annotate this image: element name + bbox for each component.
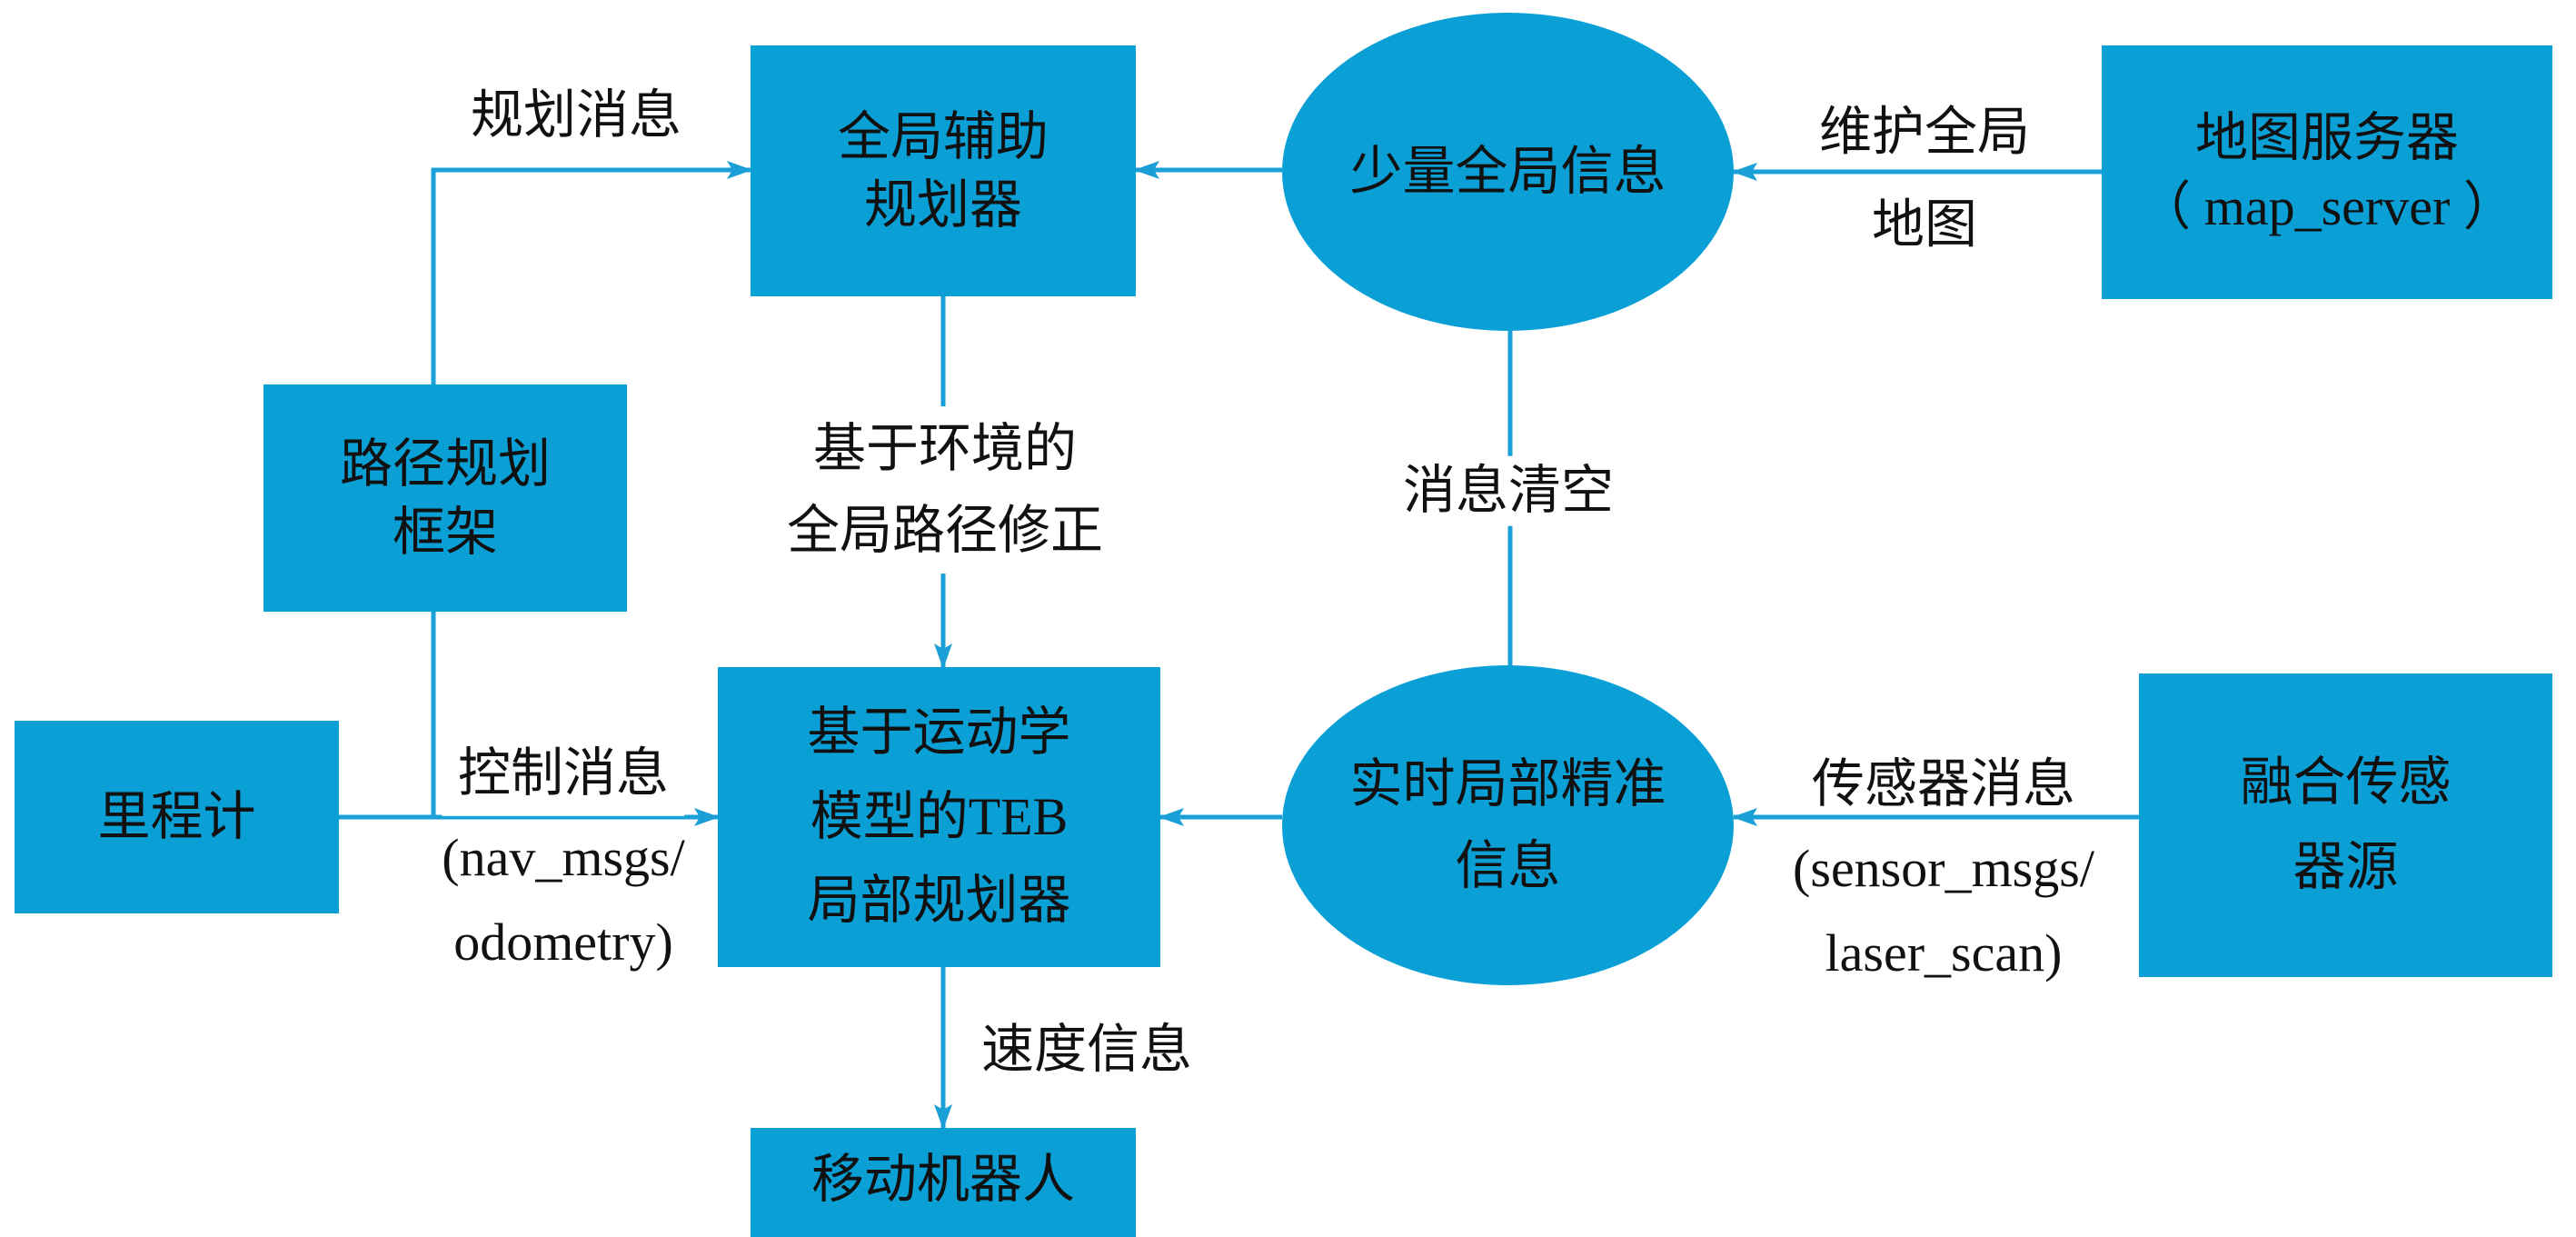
node-label: 器源	[2293, 837, 2399, 896]
sensor-msg-label: 传感器消息 (sensor_msgs/ laser_scan)	[1787, 741, 2100, 997]
node-label: 实时局部精准	[1349, 754, 1666, 814]
node-label: 全局辅助	[837, 106, 1049, 166]
edge-label-line: (nav_msgs/	[442, 827, 685, 887]
edge-label-line: 维护全局	[1818, 102, 2031, 162]
edge-label-line: 速度信息	[980, 1019, 1193, 1079]
global-planner-box: 全局辅助 规划器	[751, 45, 1136, 296]
node-label: 基于运动学	[807, 702, 1071, 762]
edge-label-line: 全局路径修正	[786, 501, 1104, 560]
edge-label-line: laser_scan)	[1825, 923, 2063, 983]
edge-label-line: 地图	[1871, 195, 1978, 254]
control-msg-label: 控制消息 (nav_msgs/ odometry)	[436, 730, 690, 986]
node-label: 规划器	[863, 175, 1022, 234]
node-label: 信息	[1455, 836, 1561, 895]
velocity-label: 速度信息	[976, 1015, 1198, 1085]
node-label: 里程计	[97, 787, 256, 847]
plan-msg-label: 规划消息	[465, 81, 687, 151]
node-label: 融合传感	[2240, 753, 2452, 813]
sensor-source-box: 融合传感 器源	[2139, 673, 2552, 977]
odometer-box: 里程计	[15, 721, 339, 913]
global-path-fix-label: 基于环境的 全局路径修正	[781, 406, 1109, 574]
maintain-map-label: 维护全局 地图	[1814, 85, 2035, 273]
edge-label-line: 传感器消息	[1811, 753, 2076, 813]
mobile-robot-box: 移动机器人	[751, 1128, 1136, 1237]
node-label: 地图服务器	[2194, 108, 2459, 168]
path-framework-box: 路径规划 框架	[264, 384, 627, 612]
global-info-ellipse: 少量全局信息	[1282, 13, 1734, 331]
teb-planner-box: 基于运动学 模型的TEB 局部规划器	[718, 667, 1160, 967]
node-label: 模型的TEB	[810, 786, 1069, 846]
edge-label-line: (sensor_msgs/	[1793, 838, 2094, 898]
node-label: 移动机器人	[811, 1150, 1075, 1210]
node-label: 框架	[392, 503, 498, 562]
node-label: 少量全局信息	[1349, 142, 1666, 202]
clear-msg-label: 消息清空	[1397, 455, 1620, 526]
local-info-ellipse: 实时局部精准 信息	[1282, 665, 1734, 985]
node-label: 路径规划	[339, 434, 551, 494]
edge-label-line: 规划消息	[470, 85, 682, 145]
map-server-box: 地图服务器 （ map_server ）	[2102, 45, 2552, 299]
node-label: 局部规划器	[807, 871, 1071, 931]
edge-label-line: 控制消息	[442, 731, 685, 816]
edge-framework-to-global-planner	[431, 161, 752, 384]
edge-label-line: 基于环境的	[812, 419, 1078, 479]
node-label: （ map_server ）	[2138, 176, 2516, 236]
edge-label-line: 消息清空	[1402, 460, 1615, 520]
edge-label-line: odometry)	[453, 912, 673, 972]
